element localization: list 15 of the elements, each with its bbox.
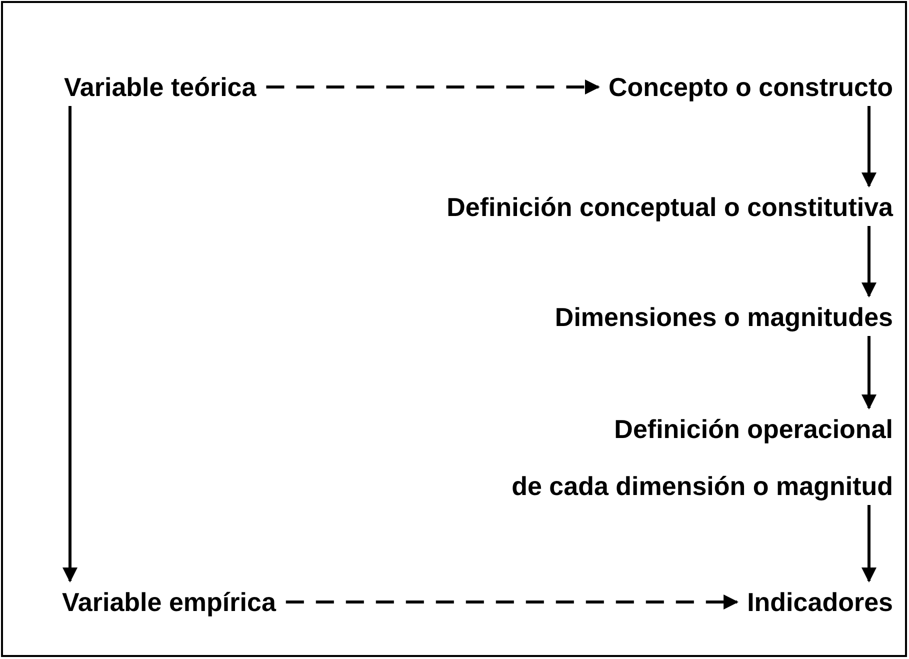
node-label: Definición operacional — [614, 414, 893, 444]
node-label: Definición conceptual o constitutiva — [446, 192, 893, 222]
arrow — [862, 336, 876, 410]
arrow — [862, 106, 876, 188]
arrow — [62, 106, 78, 582]
node-label: Concepto o constructo — [608, 72, 893, 102]
node-label: Dimensiones o magnitudes — [554, 302, 893, 332]
arrow — [286, 594, 739, 610]
arrow — [266, 80, 600, 94]
arrow — [862, 226, 876, 298]
arrow — [862, 505, 876, 582]
node-label: Indicadores — [747, 587, 893, 617]
node-label: de cada dimensión o magnitud — [512, 471, 893, 501]
node-label: Variable teórica — [64, 72, 256, 102]
node-label: Variable empírica — [62, 587, 276, 617]
